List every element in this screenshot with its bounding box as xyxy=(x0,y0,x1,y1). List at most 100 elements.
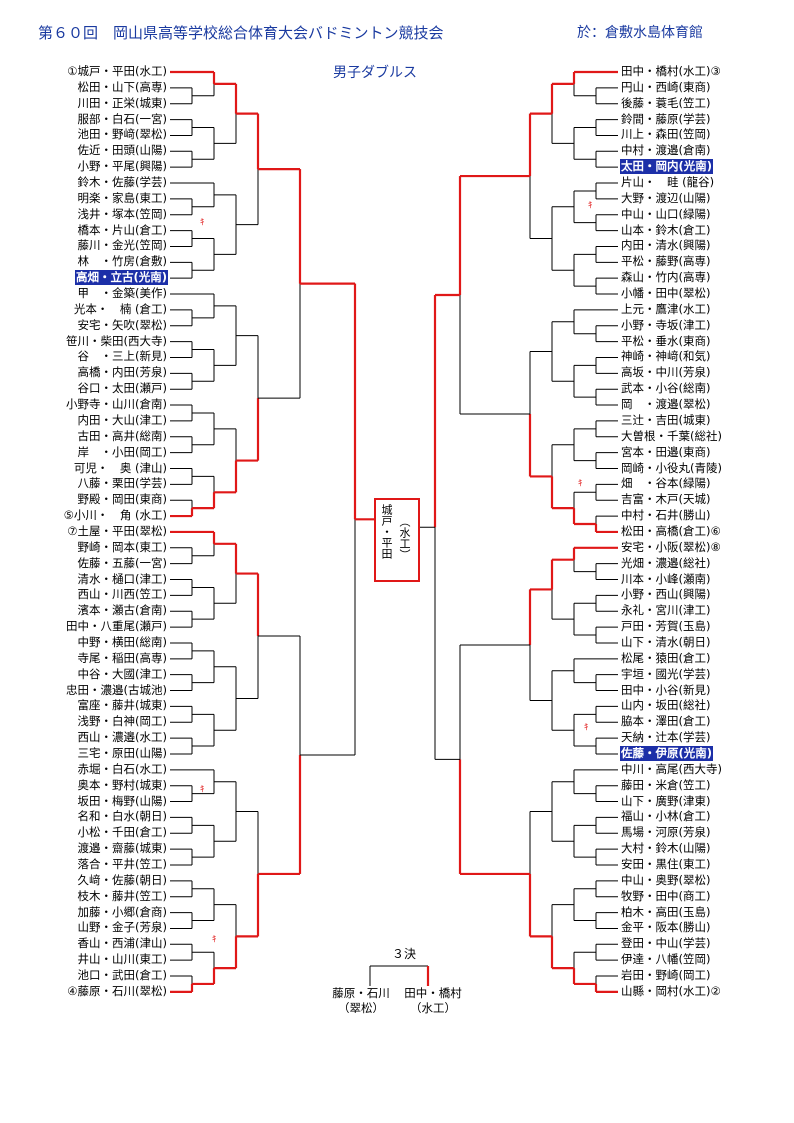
left-entry: 岸 ・小田(岡工) xyxy=(77,444,167,459)
right-entry: 山下・清水(朝日) xyxy=(621,634,711,649)
left-entry: 八藤・栗田(学芸) xyxy=(77,476,167,491)
left-entry: 忠田・濃邉(古城池) xyxy=(66,682,167,697)
left-entry: 内田・大山(津工) xyxy=(77,412,167,427)
right-entry: 中川・高尾(西大寺) xyxy=(621,761,722,776)
third-place-left-names: 藤原・石川 xyxy=(332,986,390,1000)
left-entry: ④藤原・石川(翠松) xyxy=(67,983,167,998)
right-entry: 岡崎・小役丸(青陵) xyxy=(621,460,722,475)
third-place-right-school: （水工） xyxy=(410,1001,456,1015)
left-entry: 可児・ 奥 (津山) xyxy=(73,460,167,475)
right-entry: 高坂・中川(芳泉) xyxy=(621,365,711,380)
left-entry: 服部・白石(一宮) xyxy=(77,111,167,126)
right-entry: 中山・山口(緑陽) xyxy=(621,206,711,221)
right-entry: 中村・石井(勝山) xyxy=(621,508,711,523)
right-entry: 太田・岡内(光南) xyxy=(620,159,714,175)
left-entry: 安宅・矢吹(翠松) xyxy=(77,317,167,332)
right-entry: 松田・高橋(倉工)⑥ xyxy=(621,523,721,538)
right-entry: 畑 ・谷本(緑陽) xyxy=(621,476,711,491)
left-entry: 佐藤・五藤(一宮) xyxy=(77,555,167,570)
left-entry: 甲 ・金築(美作) xyxy=(77,286,167,301)
left-entry: 野崎・岡本(東工) xyxy=(77,539,167,554)
left-entry: 池田・野﨑(翠松) xyxy=(77,127,167,142)
right-entry: 田中・橋村(水工)③ xyxy=(621,64,721,78)
right-entry: 安宅・小阪(翠松)⑧ xyxy=(621,539,721,554)
right-entry: 森山・竹内(高専) xyxy=(621,270,711,285)
left-entry: 池口・武田(倉工) xyxy=(77,968,167,983)
retire-mark: ｷ xyxy=(584,723,589,733)
left-entry: ⑤小川・ 角 (水工) xyxy=(63,508,167,523)
left-entry: 小野寺・山川(倉南) xyxy=(66,397,167,412)
right-entry: 脇本・澤田(倉工) xyxy=(621,714,711,729)
retire-mark: ｷ xyxy=(578,479,583,489)
left-entry: 田中・八重尾(瀬戸) xyxy=(66,619,167,634)
right-entry: 小幡・田中(翠松) xyxy=(621,286,711,301)
right-entry: 三辻・吉田(城東) xyxy=(621,412,711,427)
left-entry: 寺尾・稲田(高専) xyxy=(77,650,167,665)
left-entry: 鈴木・佐藤(学芸) xyxy=(77,175,167,190)
left-entry: 光本・ 楠 (倉工) xyxy=(73,301,167,316)
left-entry: 久﨑・佐藤(朝日) xyxy=(77,872,167,887)
right-entry: 藤田・米倉(笠工) xyxy=(621,777,711,792)
left-entry: 落合・平井(笠工) xyxy=(77,857,167,871)
retire-mark: ｷ xyxy=(212,935,217,945)
right-entry: 福山・小林(倉工) xyxy=(621,809,711,824)
event-label: 男子ダブルス xyxy=(333,65,417,81)
right-entry: 馬場・河原(芳泉) xyxy=(621,825,711,840)
left-entry: 枝木・藤井(笠工) xyxy=(77,888,167,903)
right-entry: 柏木・高田(玉島) xyxy=(621,904,711,919)
left-entry: 明楽・家島(東工) xyxy=(77,190,167,205)
left-entry: 香山・西浦(津山) xyxy=(77,936,167,951)
right-entry: 永礼・宮川(津工) xyxy=(621,603,711,618)
left-entry: 浅井・塚本(笠岡) xyxy=(77,206,167,221)
left-entry: 濱本・瀬古(倉南) xyxy=(77,603,167,618)
third-place-right-names: 田中・橋村 xyxy=(404,986,462,1000)
right-entry: 神崎・神﨑(和気) xyxy=(621,349,711,364)
right-entry: 伊達・八幡(笠岡) xyxy=(621,952,711,967)
left-entry: 笹川・柴田(西大寺) xyxy=(66,333,167,348)
left-entry: 川田・正栄(城東) xyxy=(77,95,167,110)
left-entry: 富座・藤井(城東) xyxy=(77,698,167,713)
right-entry: 大野・渡辺(山陽) xyxy=(621,190,711,205)
venue-label: 於：倉敷水島体育館 xyxy=(577,25,703,41)
left-entry: 三宅・原田(山陽) xyxy=(77,745,167,760)
right-entry: 山下・廣野(津東) xyxy=(621,793,711,808)
third-place-right: 田中・橋村 （水工） xyxy=(398,986,468,1016)
left-entry: 高橋・内田(芳泉) xyxy=(77,365,167,380)
right-entry: 鈴間・藤原(学芸) xyxy=(621,111,711,126)
right-entry: 中山・奥野(翠松) xyxy=(621,872,711,887)
left-entry: 西山・濃邉(水工) xyxy=(77,730,167,745)
right-entry: 宮本・田邉(東商) xyxy=(621,444,711,459)
right-entry: 小野・寺坂(津工) xyxy=(621,317,711,332)
third-place-left-school: （翠松） xyxy=(338,1001,384,1015)
right-entry: 吉富・木戸(天城) xyxy=(621,492,711,507)
champion-box: 城戸・平田 （水工） xyxy=(374,498,420,582)
left-entry: 小松・千田(倉工) xyxy=(77,825,167,840)
right-entry: 円山・西崎(東商) xyxy=(621,79,711,94)
right-entry: 松尾・猿田(倉工) xyxy=(621,650,711,665)
right-entry: 山縣・岡村(水工)② xyxy=(621,983,721,998)
left-entry: ⑦土屋・平田(翠松) xyxy=(67,523,167,538)
right-entry: 佐藤・伊原(光南) xyxy=(620,745,714,761)
left-entry: 中野・横田(総南) xyxy=(77,634,167,649)
left-entry: 小野・平尾(興陽) xyxy=(77,159,167,174)
left-entry: 林 ・竹房(倉敷) xyxy=(77,254,167,269)
right-entry: 登田・中山(学芸) xyxy=(621,936,711,951)
retire-mark: ｷ xyxy=(200,785,205,795)
right-entry: 大曽根・千葉(総社) xyxy=(621,428,722,443)
right-entry: 川本・小峰(瀬南) xyxy=(621,571,711,586)
left-entry: 坂田・梅野(山陽) xyxy=(77,793,167,808)
right-entry: 中村・渡邉(倉南) xyxy=(621,143,711,158)
left-entry: 高畑・立古(光南) xyxy=(74,270,168,286)
third-place-left: 藤原・石川 （翠松） xyxy=(326,986,396,1016)
right-entry: 上元・鷹津(水工) xyxy=(621,301,711,316)
left-entry: 山野・金子(芳泉) xyxy=(77,920,167,935)
left-entry: 古田・高井(総南) xyxy=(77,428,167,443)
right-entry: 武本・小谷(総南) xyxy=(621,381,711,396)
champion-school: （水工） xyxy=(398,516,411,560)
left-entry: 赤堀・白石(水工) xyxy=(77,761,167,776)
right-entry: 内田・清水(興陽) xyxy=(621,238,711,253)
page-title: 第６０回 岡山県高等学校総合体育大会バドミントン競技会 xyxy=(38,24,444,42)
champion-names: 城戸・平田 xyxy=(380,504,393,559)
right-entry: 大村・鈴木(山陽) xyxy=(621,841,711,856)
